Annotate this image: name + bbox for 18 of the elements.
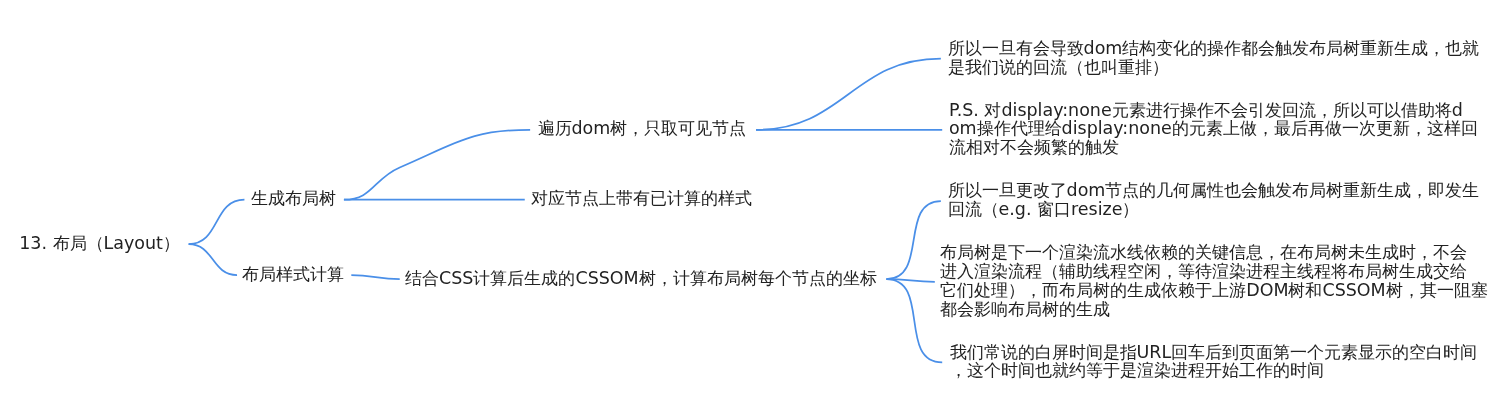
connector [187, 242, 238, 276]
node-text: 布局样式计算 [242, 263, 345, 284]
node-text: 生成布局树 [251, 187, 337, 208]
node-text: 所以一旦有会导致dom结构变化的操作都会触发布局树重新生成，也就是我们说的回流（也叫重排） [947, 37, 1480, 77]
connector [755, 57, 942, 131]
connector [755, 128, 944, 131]
connector [350, 273, 401, 280]
node-text: 13. 布局（Layout） [19, 232, 180, 253]
node-text: 对应节点上带有已计算的样式 [531, 187, 753, 208]
node-text: 布局树是下一个渲染流水线依赖的关键信息，在布局树未生成时，不会进入渲染流程（辅助线程空闲，等待渲染进程主线程将布局树生成交给它们处理），而布局树的生成依赖于上游DOM树和CSSOM树，其一阻塞都会影响布局树的生成 [940, 241, 1488, 319]
node-text: 结合CSS计算后生成的CSSOM树，计算布局树每个节点的坐标 [405, 267, 877, 288]
node-text: P.S. 对display:none元素进行操作不会引发回流，所以可以借助将dom操作代理给display:none的元素上做，最后再做一次更新，这样回流相对不会频繁的触发 [948, 99, 1478, 157]
connector [343, 198, 526, 201]
node-text: 我们常说的白屏时间是指URL回车后到页面第一个元素显示的空白时间，这个时间也就约等于是渲染进程开始工作的时间 [949, 341, 1478, 380]
connector [885, 277, 944, 363]
connector [343, 128, 531, 201]
node-text: 遍历dom树，只取可见节点 [537, 117, 747, 138]
node-text: 所以一旦更改了dom节点的几何属性也会触发布局树重新生成，即发生回流（e.g. 窗口resize） [947, 179, 1480, 219]
